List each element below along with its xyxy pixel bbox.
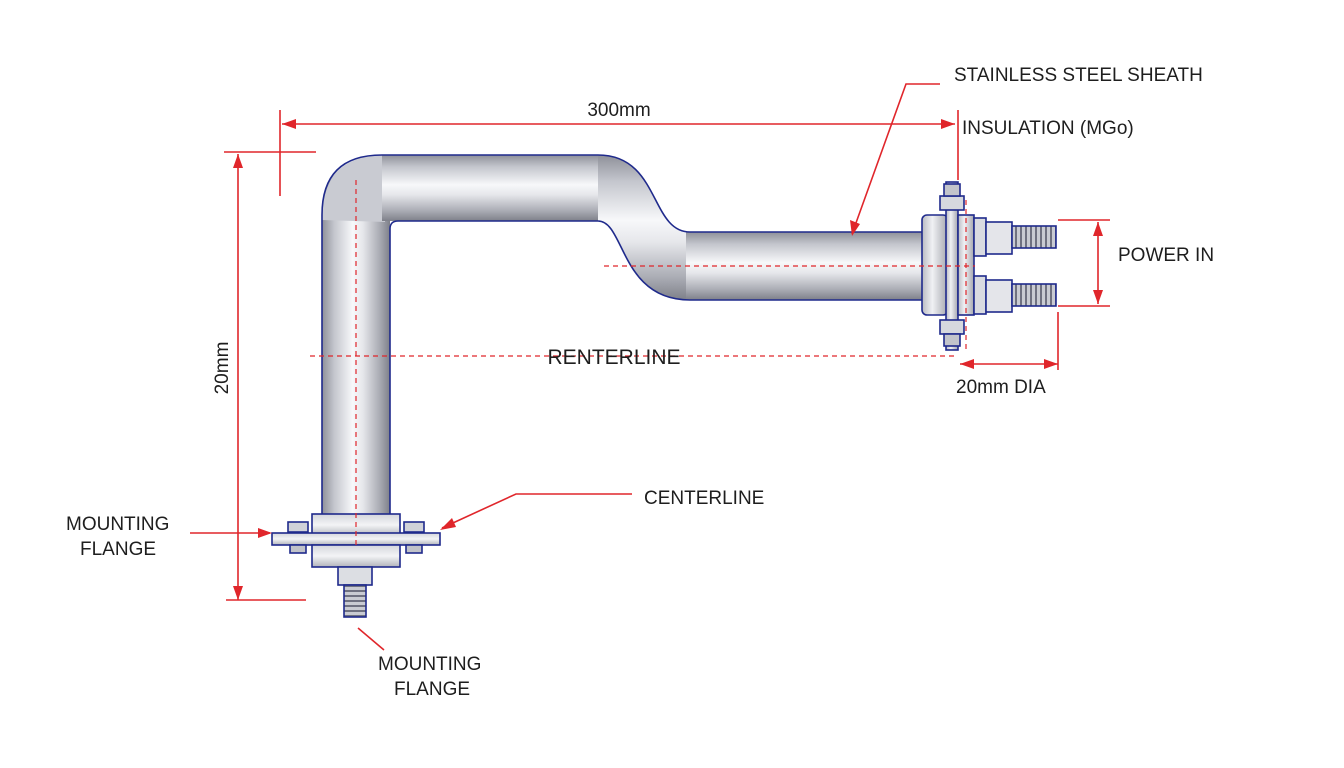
- mounting-stud-thread: [343, 584, 367, 618]
- flange-left-label-line1: MOUNTING: [66, 514, 169, 535]
- renterline-label: RENTERLINE: [547, 346, 680, 369]
- dia-label: 20mm DIA: [956, 377, 1046, 398]
- insulation-label: INSULATION (MGo): [962, 118, 1134, 139]
- dimension-height: [224, 151, 306, 601]
- dimension-length: [268, 110, 959, 196]
- tube-top-run: [382, 155, 600, 221]
- sheath-label: STAINLESS STEEL SHEATH: [954, 65, 1203, 86]
- dimension-length-label: 300mm: [587, 100, 650, 121]
- leader-centerline: [440, 493, 632, 530]
- terminal-nut-bottom: [973, 275, 987, 315]
- leader-flange-left: [190, 528, 272, 538]
- flange-bottom-label-line1: MOUNTING: [378, 654, 481, 675]
- heating-tube: [321, 154, 924, 515]
- leader-flange-bottom: [357, 627, 385, 651]
- terminal-flange: [921, 181, 1057, 351]
- dimension-dia: [960, 312, 1059, 370]
- tube-s-bend: [598, 155, 688, 300]
- dimension-power: [1058, 219, 1110, 307]
- mounting-flange-bottom: [271, 513, 441, 618]
- tube-bend-fill: [322, 155, 385, 222]
- flange-bottom-label-line2: FLANGE: [394, 679, 470, 700]
- centerline-label: CENTERLINE: [644, 488, 764, 509]
- power-in-label: POWER IN: [1118, 245, 1214, 266]
- dimension-height-label: 20mm: [212, 342, 233, 395]
- terminal-thread-bottom: [1011, 283, 1057, 307]
- terminal-nut-top: [973, 217, 987, 257]
- flange-left-label-line2: FLANGE: [80, 539, 156, 560]
- tube-outline: [321, 154, 924, 515]
- terminal-thread-top: [1011, 225, 1057, 249]
- leader-sheath: [850, 83, 940, 236]
